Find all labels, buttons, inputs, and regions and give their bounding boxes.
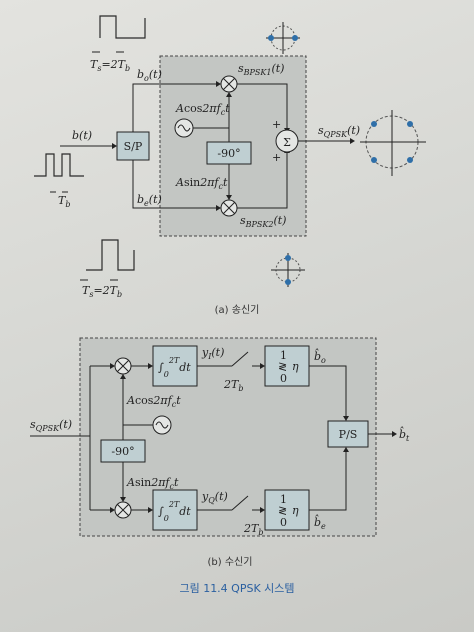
summer-label: Σ [283,136,291,149]
transmitter-caption: (a) 송신기 [215,304,260,316]
rx-oscillator [152,415,172,435]
tx-oscillator [174,118,194,138]
bpsk1-constellation [266,22,300,54]
be-hat-line [309,452,347,511]
odd-bit-waveform [99,15,146,39]
parallel-serial-block [327,420,369,448]
svg-text:≷: ≷ [278,360,287,373]
qpsk-constellation [360,110,426,176]
even-bit-waveform [86,239,135,271]
top-period-label: Ts=2Tb [90,58,130,73]
rx-lower-integrator [152,489,198,531]
rx-output-label: b̂t [399,427,410,443]
bpsk2-line [237,153,288,209]
bo-label: bo(t) [137,68,162,83]
tx-phase-shift-label: -90° [217,147,240,160]
upper-branch-line [132,83,216,132]
sqpsk-tx-label: sQPSK(t) [318,124,360,139]
svg-text:0: 0 [280,372,287,385]
serial-parallel-block [116,131,150,161]
rx-input-label: sQPSK(t) [30,418,72,433]
lower-branch-line [132,160,216,209]
yq-label: yQ(t) [201,490,228,505]
input-period-label: Tb [58,194,70,209]
plus-top: + [272,118,281,131]
plus-bottom: + [272,151,281,164]
svg-text:1: 1 [280,493,287,506]
rx-lower-multiplier [114,501,132,519]
lower-threshold: η [292,504,299,517]
rx-cos-label: Acos2πfct [126,394,181,409]
tx-cos-label: Acos2πfct [175,102,230,117]
bpsk1-line [237,83,288,128]
svg-text:0: 0 [280,516,287,529]
bpsk2-constellation [271,253,305,287]
summer: Σ [275,129,299,153]
figure-title: 그림 11.4 QPSK 시스템 [179,582,294,595]
be-label: be(t) [137,193,162,208]
bo-hat-line [309,365,347,416]
upper-multiplier [220,75,238,93]
svg-text:1: 1 [280,349,287,362]
upper-threshold: η [292,360,299,373]
yi-label: yI(t) [201,346,224,361]
rx-lower-decision [264,489,310,531]
bt-label: b(t) [72,129,92,142]
receiver-caption: (b) 수신기 [208,556,253,568]
rx-upper-integrator [152,345,198,387]
tx-sin-label: Asin2πfct [175,176,228,191]
parallel-serial-label: P/S [339,428,358,441]
serial-parallel-label: S/P [124,140,143,153]
svg-text:≷: ≷ [278,504,287,517]
input-bit-waveform [34,153,84,177]
rx-phase-shift-label: -90° [111,445,134,458]
rx-upper-multiplier [114,357,132,375]
bottom-period-label: Ts=2Tb [82,284,122,299]
rx-sin-label: Asin2πfct [126,476,179,491]
lower-multiplier [220,199,238,217]
